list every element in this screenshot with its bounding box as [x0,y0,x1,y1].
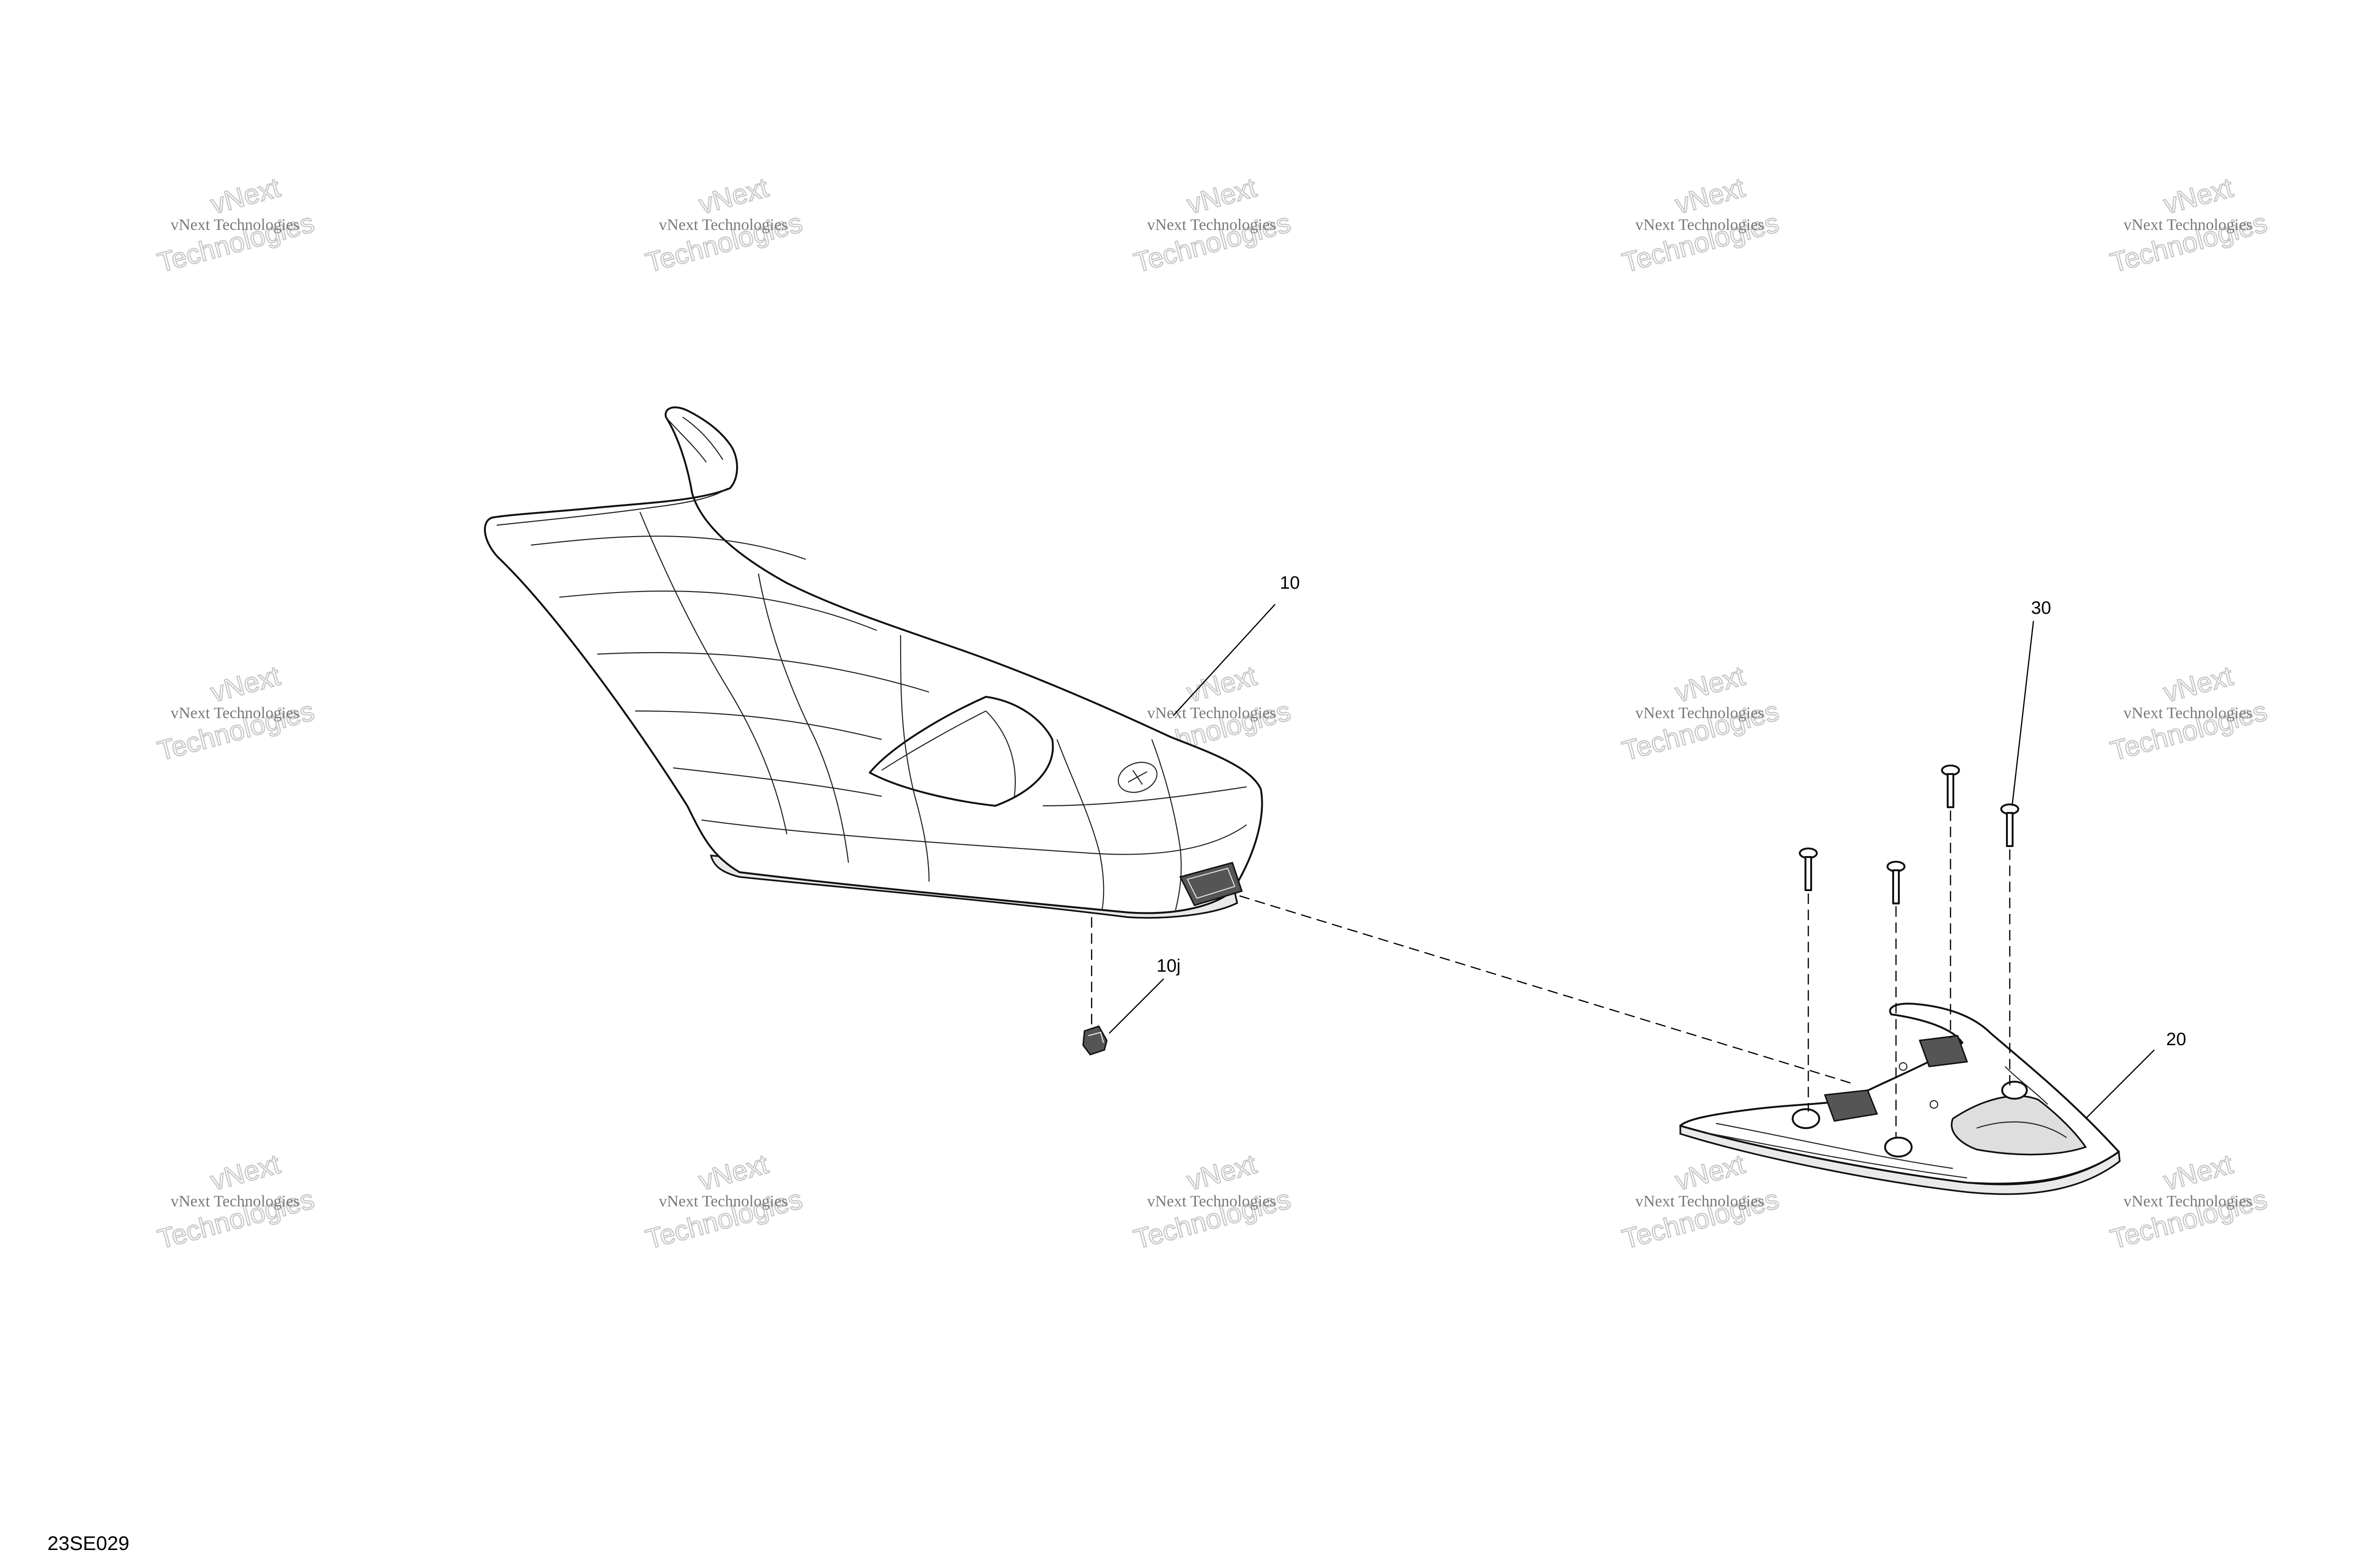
watermark-brand-text: vNext Technologies [1147,216,1276,234]
watermark-vnext-outline: vNext [1672,1149,1748,1196]
screw-3 [1941,765,1960,808]
seat-base-part [1679,1003,2121,1195]
watermark-vnext-outline: vNext [208,1149,283,1196]
watermark-brand-text: vNext Technologies [2124,216,2252,234]
watermark-vnext-outline: vNext [1184,660,1260,708]
watermark-brand-text: vNext Technologies [171,1193,300,1210]
watermark-vnext-outline: vNext [208,660,283,708]
watermark-vnext-outline: vNext [1184,172,1260,220]
watermark-brand-text: vNext Technologies [659,1193,788,1210]
callout-30-screw: 30 [2031,598,2051,618]
watermark-vnext-outline: vNext [1184,1149,1260,1196]
watermark-brand-text: vNext Technologies [1147,1193,1276,1210]
watermark-vnext-outline: vNext [208,172,283,220]
watermark-brand-text: vNext Technologies [659,216,788,234]
watermark-brand-text: vNext Technologies [1147,704,1276,722]
watermark-brand-text: vNext Technologies [2124,1193,2252,1210]
watermark-vnext-outline: vNext [696,1149,772,1196]
clip-part [1082,1025,1108,1056]
watermark-brand-text: vNext Technologies [1635,1193,1764,1210]
watermark-vnext-outline: vNext [696,172,772,220]
watermark-vnext-outline: vNext [2160,660,2236,708]
drawing-id: 23SE029 [47,1532,129,1554]
assembly-lines [1091,811,2011,1138]
callout-20-seat-base: 20 [2166,1030,2186,1049]
screw-4 [2000,803,2019,847]
watermark-vnext-outline: vNext [1672,172,1748,220]
callout-10-seat: 10 [1280,573,1300,593]
watermark-brand-text: vNext Technologies [1635,704,1764,722]
seat-part [484,406,1263,919]
callout-leaders [1109,604,2155,1119]
watermark-brand-text: vNext Technologies [1635,216,1764,234]
watermark-brand-text: vNext Technologies [171,216,300,234]
watermark-vnext-outline: vNext [1672,660,1748,708]
screw-1 [1799,848,1818,891]
watermark-brand-text: vNext Technologies [2124,704,2252,722]
callout-10j-clip: 10j [1157,956,1181,976]
watermark-vnext-outline: vNext [2160,172,2236,220]
screw-2 [1887,861,1905,904]
watermark-vnext-outline: vNext [2160,1149,2236,1196]
screws-group [1799,765,2019,904]
watermark-brand-text: vNext Technologies [171,704,300,722]
